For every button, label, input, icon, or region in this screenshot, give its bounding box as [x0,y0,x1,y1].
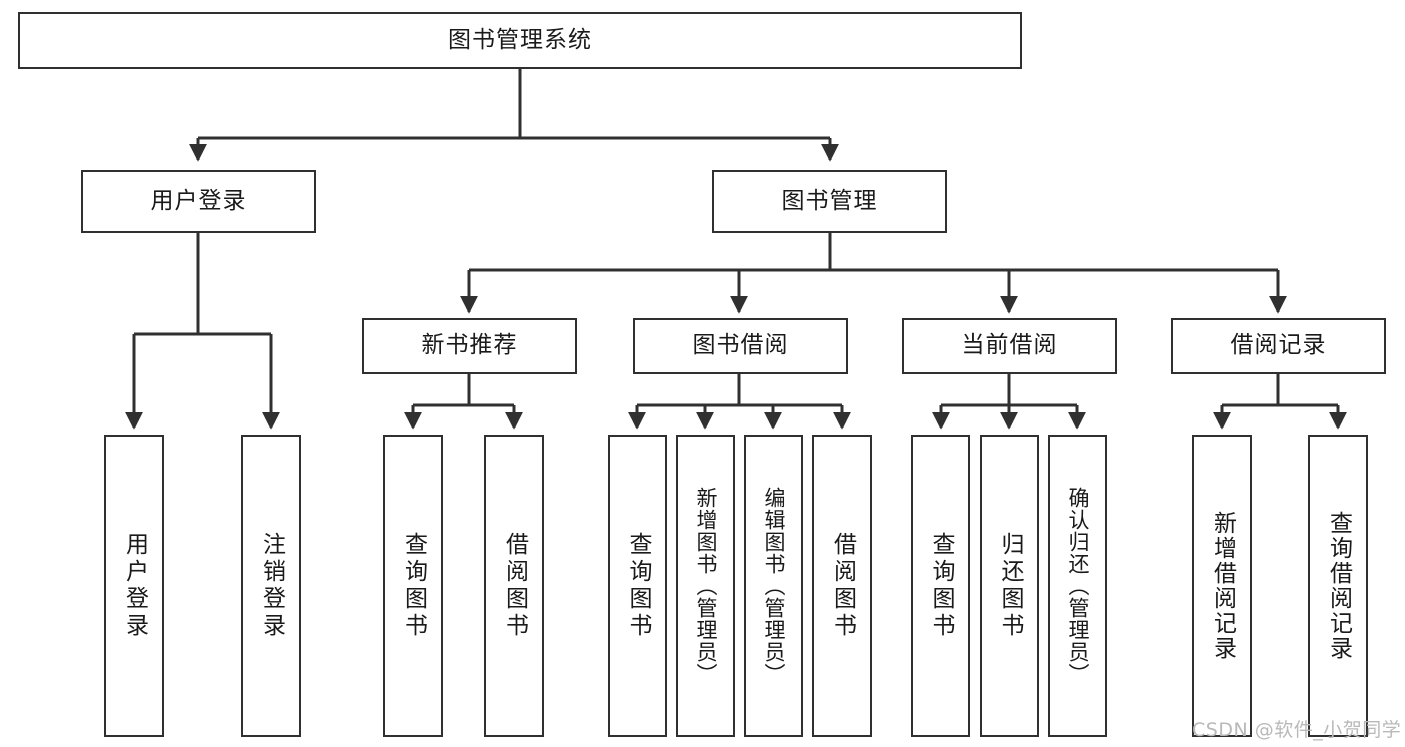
leaf-user-login-logout[interactable]: 注销登录 [241,435,301,737]
node-label: 借阅记录 [1230,332,1327,359]
leaf-current-return-book[interactable]: 归还图书 [980,435,1039,737]
node-label: 查询图书 [928,532,954,640]
leaf-recommend-query-book[interactable]: 查询图书 [383,435,443,737]
node-label: 当前借阅 [961,332,1058,359]
node-new-book-recommend[interactable]: 新书推荐 [362,318,577,374]
node-book-borrow[interactable]: 图书借阅 [633,318,848,374]
csdn-watermark: CSDN @软件_小贺同学 [1192,719,1402,741]
node-label: 借阅图书 [501,532,528,640]
leaf-current-confirm-return-admin[interactable]: 确认归还（管理员） [1048,435,1107,737]
node-label: 确认归还（管理员） [1066,487,1090,685]
node-label: 新增借阅记录 [1209,511,1236,661]
leaf-borrow-add-book-admin[interactable]: 新增图书（管理员） [676,435,735,737]
node-label: 图书管理 [781,187,878,214]
leaf-record-query-record[interactable]: 查询借阅记录 [1308,435,1368,737]
node-label: 查询借阅记录 [1325,511,1352,661]
node-label: 用户登录 [121,532,148,640]
node-borrow-record[interactable]: 借阅记录 [1171,318,1386,374]
node-label: 归还图书 [997,532,1023,640]
node-label: 注销登录 [258,532,285,640]
node-label: 新增图书（管理员） [694,487,718,685]
node-label: 查询图书 [625,532,651,640]
node-label: 查询图书 [400,532,427,640]
node-label: 编辑图书（管理员） [762,487,786,685]
leaf-recommend-borrow-book[interactable]: 借阅图书 [484,435,544,737]
node-book-management[interactable]: 图书管理 [712,170,947,233]
leaf-user-login-login[interactable]: 用户登录 [104,435,164,737]
leaf-record-add-record[interactable]: 新增借阅记录 [1192,435,1252,737]
leaf-borrow-edit-book-admin[interactable]: 编辑图书（管理员） [744,435,803,737]
node-label: 图书借阅 [692,332,789,359]
node-root-system[interactable]: 图书管理系统 [18,12,1022,69]
node-label: 借阅图书 [829,532,856,640]
node-current-borrow[interactable]: 当前借阅 [902,318,1117,374]
node-label: 图书管理系统 [448,26,592,53]
leaf-borrow-borrow-book[interactable]: 借阅图书 [812,435,872,737]
leaf-borrow-query-book[interactable]: 查询图书 [608,435,667,737]
node-label: 用户登录 [150,187,247,214]
leaf-current-query-book[interactable]: 查询图书 [911,435,970,737]
node-label: 新书推荐 [421,332,518,359]
node-user-login[interactable]: 用户登录 [81,170,316,233]
